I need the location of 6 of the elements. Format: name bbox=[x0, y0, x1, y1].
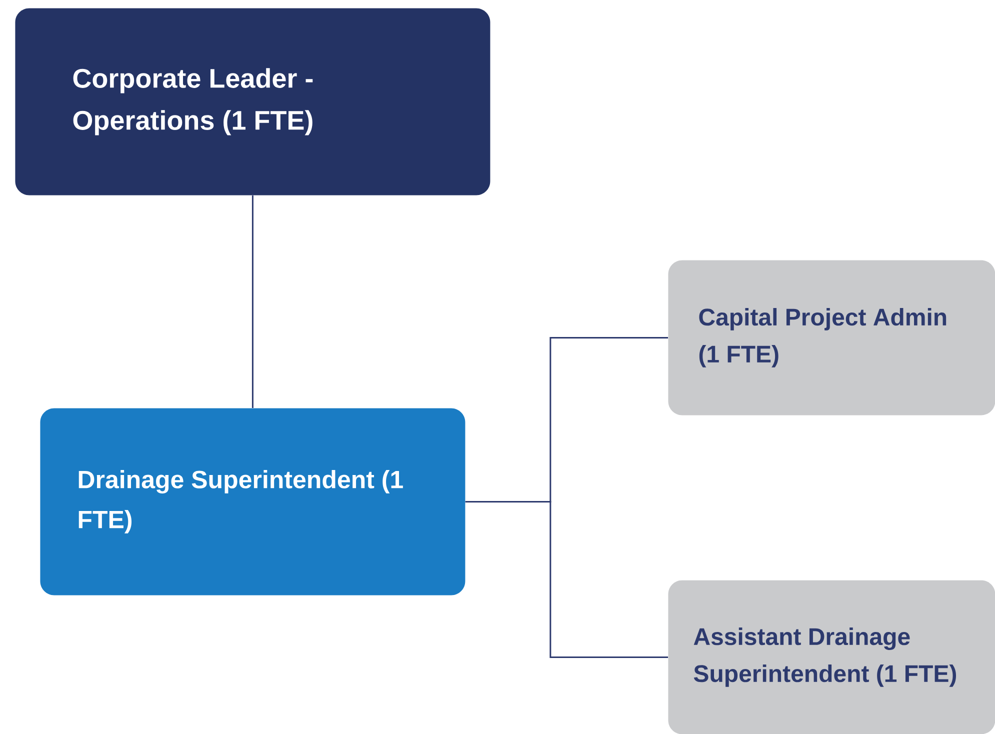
role-box: Drainage Superintendent (1 FTE) bbox=[40, 408, 466, 596]
role-box: Capital Project Admin (1 FTE) bbox=[668, 260, 995, 416]
role-box: Assistant Drainage Superintendent (1 FTE) bbox=[668, 580, 995, 734]
connector-line bbox=[465, 500, 668, 658]
role-box: Corporate Leader - Operations (1 FTE) bbox=[15, 8, 490, 196]
connector-line bbox=[252, 195, 254, 408]
